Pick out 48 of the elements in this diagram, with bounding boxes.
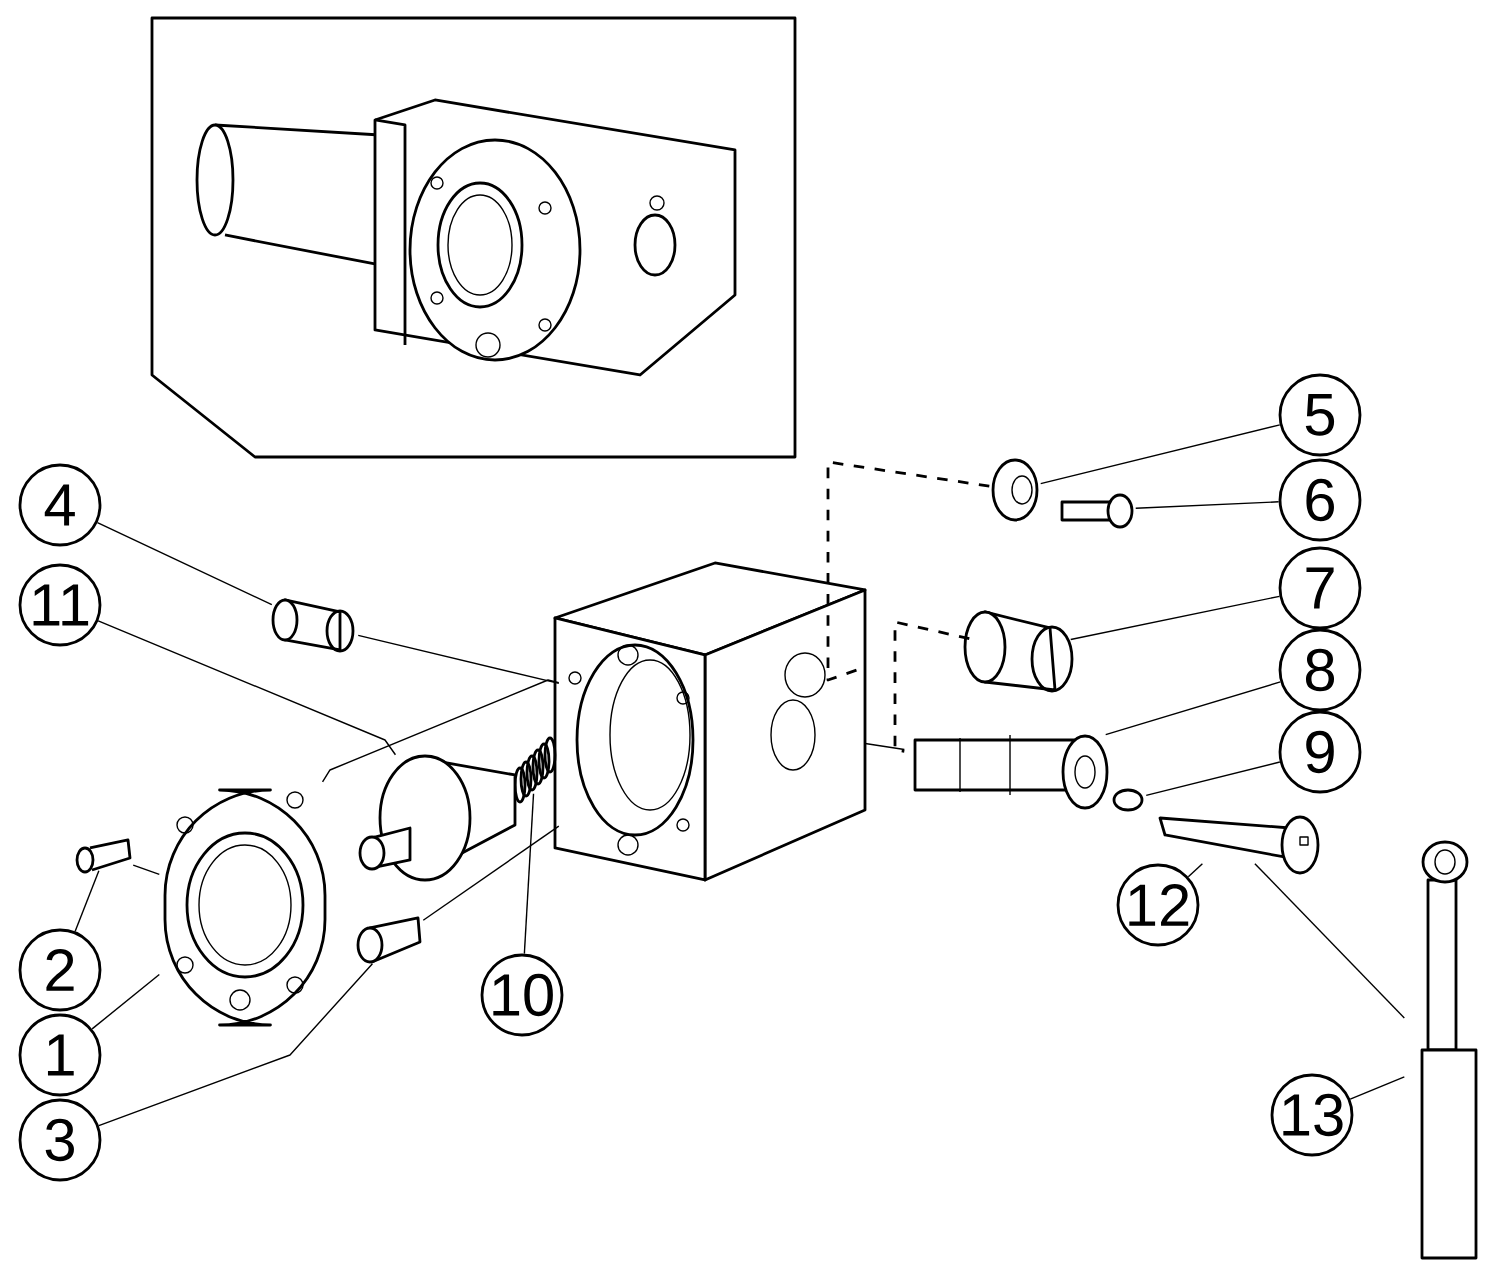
callout-number: 11 (18, 563, 102, 647)
assembly-line (864, 742, 905, 751)
leader-line (523, 793, 535, 955)
housing-block-drawing (553, 561, 867, 882)
key-pin-drawing (1158, 815, 1320, 875)
leader-line (1105, 681, 1282, 736)
pin-drawing (356, 916, 422, 964)
spring-drawing (513, 736, 557, 804)
assembly-line (321, 679, 560, 783)
flange-drawing (163, 788, 327, 1027)
callout-number: 10 (480, 953, 564, 1037)
callout-number: 7 (1278, 546, 1362, 630)
assembly-line (826, 460, 990, 682)
leader-line (1187, 862, 1204, 878)
callout-number: 8 (1278, 628, 1362, 712)
leader-line (1040, 424, 1281, 485)
set-screw-drawing (1112, 788, 1144, 812)
leader-line (98, 962, 374, 1127)
leader-line (96, 521, 273, 606)
callout-number: 6 (1278, 458, 1362, 542)
callout-number: 9 (1278, 710, 1362, 794)
callout-number: 5 (1278, 373, 1362, 457)
washer-drawing (991, 458, 1039, 522)
assembly-line (893, 620, 970, 753)
leader-line (1135, 501, 1280, 509)
bushing-drawing (271, 598, 355, 653)
callout-number: 1 (18, 1013, 102, 1097)
plunger-drawing (358, 754, 517, 882)
leader-line (1070, 595, 1281, 641)
callout-number: 3 (18, 1098, 102, 1182)
assembly-line (422, 825, 560, 921)
leader-line (1145, 761, 1281, 797)
leader-line (74, 869, 100, 933)
sleeve-drawing (963, 610, 1074, 693)
leader-line (1349, 1076, 1405, 1100)
assembly-line (357, 634, 560, 685)
wrench-drawing (1420, 840, 1478, 1260)
callout-number: 13 (1270, 1073, 1354, 1157)
screw-drawing (75, 838, 132, 874)
leader-line (97, 620, 397, 756)
assembly-line (132, 864, 160, 876)
shaft-drawing (913, 734, 1109, 810)
screw-drawing (1060, 493, 1134, 529)
callout-number: 12 (1116, 863, 1200, 947)
callout-number: 2 (18, 928, 102, 1012)
assembly-line (1254, 862, 1405, 1019)
callout-number: 4 (18, 463, 102, 547)
leader-line (91, 973, 160, 1030)
